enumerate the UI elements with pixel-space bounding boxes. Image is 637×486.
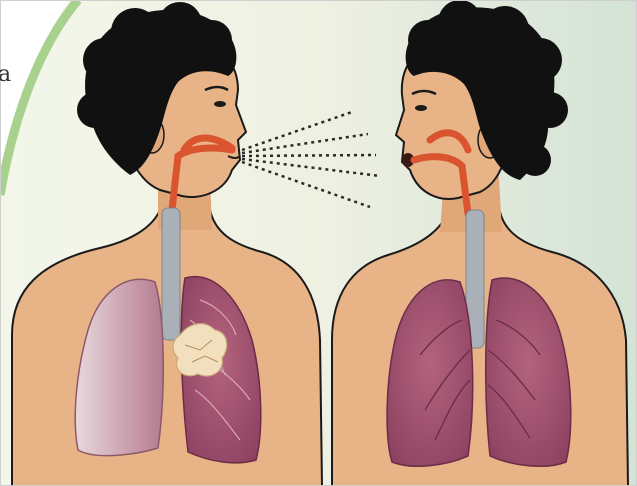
hair-curl <box>519 144 551 176</box>
hair-curl <box>408 20 448 60</box>
trachea-left <box>162 208 180 340</box>
hair-curl <box>481 6 529 54</box>
hair-curl <box>532 92 568 128</box>
hair-curl <box>77 92 113 128</box>
hair-curl <box>111 8 159 56</box>
eye-left <box>214 101 226 107</box>
edge-text-fragment: a <box>0 62 11 87</box>
eye-right <box>415 105 427 111</box>
hair-curl <box>518 38 562 82</box>
hair-curl <box>192 20 232 60</box>
